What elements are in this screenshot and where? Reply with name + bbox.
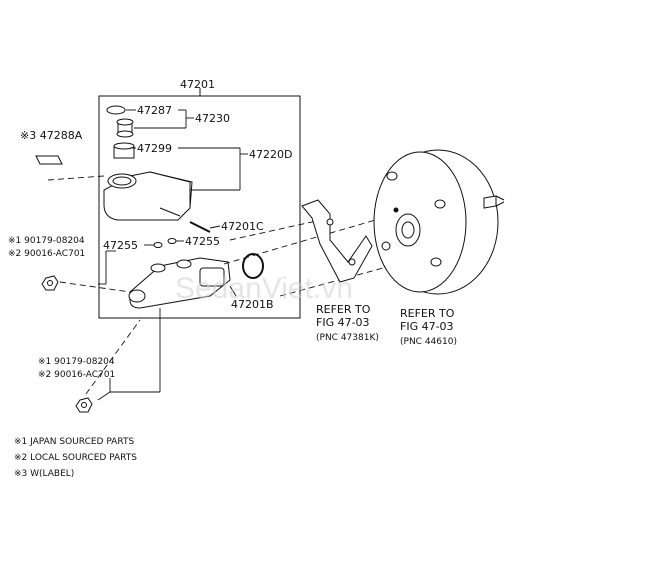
part-number-47220d: 47220D	[249, 148, 292, 161]
label-sticker	[35, 155, 63, 165]
reservoir-cap-group	[106, 105, 135, 159]
bracket-ref-line2: FIG 47-03	[316, 316, 370, 329]
nut-upper	[41, 275, 59, 291]
bolt-upper-japan: ※1 90179-08204	[8, 236, 85, 246]
grommet-right	[167, 238, 177, 244]
master-cylinder-body	[128, 257, 231, 309]
o-ring	[242, 253, 264, 279]
part-number-47255-left: 47255	[103, 239, 138, 252]
part-number-47288a: ※3 47288A	[20, 129, 83, 142]
bracket-ref-line3: (PNC 47381K)	[316, 333, 379, 343]
booster-ref-line2: FIG 47-03	[400, 320, 454, 333]
grommet-left	[153, 242, 163, 248]
part-number-47201b: 47201B	[231, 298, 274, 311]
part-number-47255-right: 47255	[185, 235, 220, 248]
footnote-label: ※3 W(LABEL)	[14, 469, 74, 479]
booster-ref-line3: (PNC 44610)	[400, 337, 457, 347]
leader-lines	[97, 109, 248, 401]
bracket-ref-line1: REFER TO	[316, 303, 371, 316]
brake-booster	[373, 149, 505, 295]
part-number-47230: 47230	[195, 112, 230, 125]
nut-lower	[75, 397, 93, 413]
footnote-japan: ※1 JAPAN SOURCED PARTS	[14, 437, 134, 447]
reservoir-tank	[103, 171, 193, 221]
pin-47201c	[189, 221, 211, 233]
bolt-upper-local: ※2 90016-AC701	[8, 249, 85, 259]
part-number-47201c: 47201C	[221, 220, 264, 233]
part-number-47201: 47201	[180, 78, 215, 91]
bracket	[301, 199, 373, 283]
bolt-lower-japan: ※1 90179-08204	[38, 357, 115, 367]
bolt-lower-local: ※2 90016-AC701	[38, 370, 115, 380]
part-number-47299: 47299	[137, 142, 172, 155]
watermark: SedanViet.vn	[175, 272, 353, 305]
footnote-local: ※2 LOCAL SOURCED PARTS	[14, 453, 137, 463]
booster-ref-line1: REFER TO	[400, 307, 455, 320]
part-number-47287: 47287	[137, 104, 172, 117]
